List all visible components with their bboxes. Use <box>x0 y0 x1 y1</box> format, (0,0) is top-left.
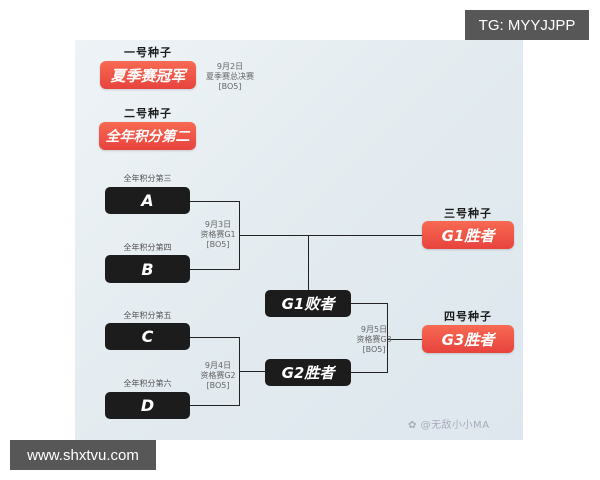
connector-g3-to-seed4 <box>387 339 422 340</box>
team-a-rank: 全年积分第三 <box>123 174 172 183</box>
finals-name: 夏季赛总决赛 <box>206 72 254 81</box>
seed1-label: 一号种子 <box>124 46 172 59</box>
team-c-rank: 全年积分第五 <box>123 311 172 320</box>
g2-name: 资格赛G2 <box>200 371 236 380</box>
g3-info: 9月5日 资格赛G3 [BO5] <box>352 325 396 355</box>
seed2-label: 二号种子 <box>124 107 172 120</box>
g1-info: 9月3日 资格赛G1 [BO5] <box>196 220 240 250</box>
connector-b <box>190 269 239 270</box>
g2-date: 9月4日 <box>204 361 232 370</box>
connector-g1-loser-out <box>351 303 387 304</box>
g2-format: [BO5] <box>206 381 230 390</box>
seed1-box: 夏季赛冠军 <box>100 61 196 89</box>
team-b-rank: 全年积分第四 <box>123 243 172 252</box>
seed3-box: G1胜者 <box>422 221 514 249</box>
finals-info: 9月2日 夏季赛总决赛 [BO5] <box>196 62 264 92</box>
team-d-box: D <box>105 392 190 419</box>
finals-format: [BO5] <box>218 82 242 91</box>
connector-c <box>190 337 239 338</box>
bottom-left-watermark: www.shxtvu.com <box>10 440 156 470</box>
g3-date: 9月5日 <box>360 325 388 334</box>
finals-date: 9月2日 <box>216 62 244 71</box>
team-a-box: A <box>105 187 190 214</box>
g1-name: 资格赛G1 <box>200 230 236 239</box>
seed4-box: G3胜者 <box>422 325 514 353</box>
image-credit-text: @无敌小小MA <box>420 420 490 431</box>
top-right-watermark: TG: MYYJJPP <box>465 10 589 40</box>
team-b-box: B <box>105 255 190 283</box>
team-d-rank: 全年积分第六 <box>123 379 172 388</box>
seed3-label: 三号种子 <box>444 207 492 220</box>
connector-d <box>190 405 239 406</box>
g2-info: 9月4日 资格赛G2 [BO5] <box>196 361 240 391</box>
connector-a <box>190 201 239 202</box>
connector-g2-winner-out <box>351 372 387 373</box>
g1-loser-box: G1败者 <box>265 290 351 317</box>
seed2-box: 全年积分第二 <box>99 122 196 150</box>
connector-g3-vertical <box>387 303 388 373</box>
g3-name: 资格赛G3 <box>356 335 392 344</box>
g3-format: [BO5] <box>362 345 386 354</box>
connector-g1-to-seed3 <box>239 235 422 236</box>
paw-icon: ✿ <box>408 420 421 431</box>
connector-g2-to-winner <box>239 371 265 372</box>
g1-format: [BO5] <box>206 240 230 249</box>
g2-winner-box: G2胜者 <box>265 359 351 386</box>
team-c-box: C <box>105 323 190 350</box>
seed4-label: 四号种子 <box>444 310 492 323</box>
image-credit-watermark: ✿ @无敌小小MA <box>408 416 490 431</box>
connector-g1-loser <box>308 235 309 290</box>
g1-date: 9月3日 <box>204 220 232 229</box>
